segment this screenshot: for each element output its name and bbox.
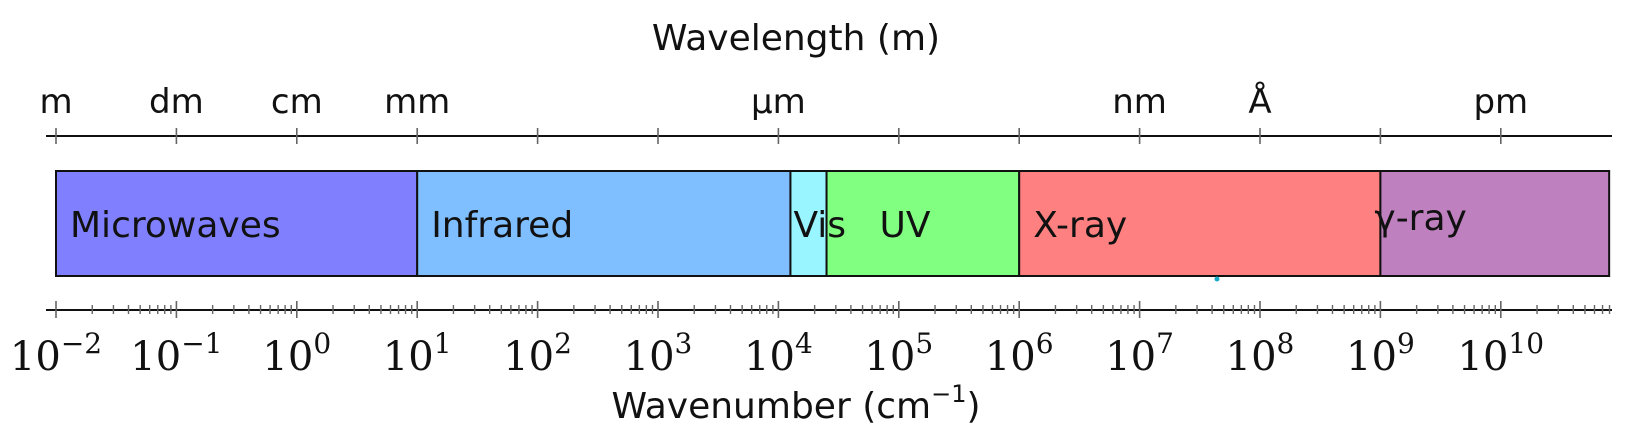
tick-label-base: 10 — [383, 334, 434, 380]
wavenumber-tick-label: 100 — [262, 327, 331, 380]
wavenumber-tick-label: 105 — [864, 327, 933, 380]
tick-label-exponent: 7 — [1156, 327, 1174, 360]
wavenumber-tick-label: 104 — [744, 327, 813, 380]
tick-label-exponent: 4 — [795, 327, 813, 360]
spectrum-band — [1379, 170, 1611, 277]
spectrum-band-label: X-ray — [1033, 205, 1127, 246]
tick-label-exponent: 9 — [1397, 327, 1415, 360]
tick-label-exponent: 10 — [1508, 327, 1544, 360]
marker-dot — [1214, 276, 1220, 282]
tick-label-base: 10 — [744, 334, 795, 380]
tick-label-base: 10 — [130, 334, 181, 380]
wavenumber-tick-label: 109 — [1346, 327, 1415, 380]
tick-label-base: 10 — [985, 334, 1036, 380]
top-axis-ticks — [55, 128, 1502, 144]
wavenumber-tick-label: 10−2 — [10, 327, 102, 380]
wavelength-unit-label: dm — [149, 82, 204, 122]
tick-label-exponent: −2 — [61, 327, 102, 360]
tick-label-base: 10 — [1105, 334, 1156, 380]
tick-label-exponent: −1 — [181, 327, 222, 360]
tick-label-exponent: 6 — [1036, 327, 1054, 360]
tick-label-base: 10 — [1226, 334, 1277, 380]
wavelength-unit-label: cm — [271, 82, 323, 122]
tick-label-exponent: 3 — [675, 327, 693, 360]
tick-label-exponent: 1 — [434, 327, 452, 360]
tick-label-exponent: 5 — [915, 327, 933, 360]
bottom-axis-title-exponent: −1 — [931, 380, 966, 408]
spectrum-band-label: UV — [880, 205, 931, 246]
wavenumber-tick-label: 101 — [383, 327, 452, 380]
bottom-axis-title: Wavenumber (cm−1) — [611, 380, 980, 427]
wavelength-unit-label: μm — [751, 82, 806, 122]
spectrum-band — [1018, 170, 1382, 277]
tick-label-base: 10 — [624, 334, 675, 380]
spectrum-band-label: Microwaves — [70, 205, 281, 246]
wavelength-unit-label: Å — [1248, 81, 1271, 122]
tick-label-base: 10 — [10, 334, 61, 380]
wavenumber-tick-label: 107 — [1105, 327, 1174, 380]
tick-label-base: 10 — [1346, 334, 1397, 380]
spectrum-band-label: Infrared — [431, 205, 573, 246]
wavelength-unit-label: m — [39, 82, 72, 122]
tick-label-base: 10 — [864, 334, 915, 380]
wavenumber-tick-label: 103 — [624, 327, 693, 380]
wavenumber-tick-label: 1010 — [1458, 327, 1545, 380]
wavenumber-tick-label: 102 — [503, 327, 572, 380]
wavelength-unit-label: mm — [384, 82, 450, 122]
spectrum-band-label: Vis — [793, 205, 846, 246]
bottom-axis-title-close: ) — [967, 386, 981, 427]
spectrum-bands: Microwaves Infrared Vis UV X-ray γ-ray — [55, 170, 1611, 277]
wavenumber-tick-label: 106 — [985, 327, 1054, 380]
bottom-axis-ticks — [55, 301, 1611, 318]
tick-label-exponent: 2 — [554, 327, 572, 360]
wavenumber-tick-label: 108 — [1226, 327, 1295, 380]
tick-label-base: 10 — [503, 334, 554, 380]
spectrum-band-label: γ-ray — [1374, 198, 1466, 239]
top-axis-title: Wavelength (m) — [652, 18, 940, 59]
tick-label-base: 10 — [262, 334, 313, 380]
tick-label-exponent: 8 — [1277, 327, 1295, 360]
wavelength-unit-label: nm — [1112, 82, 1167, 122]
tick-label-base: 10 — [1458, 334, 1509, 380]
wavelength-unit-label: pm — [1473, 82, 1528, 122]
tick-label-exponent: 0 — [313, 327, 331, 360]
wavenumber-tick-label: 10−1 — [130, 327, 222, 380]
bottom-axis-title-main: Wavenumber (cm — [611, 386, 931, 427]
